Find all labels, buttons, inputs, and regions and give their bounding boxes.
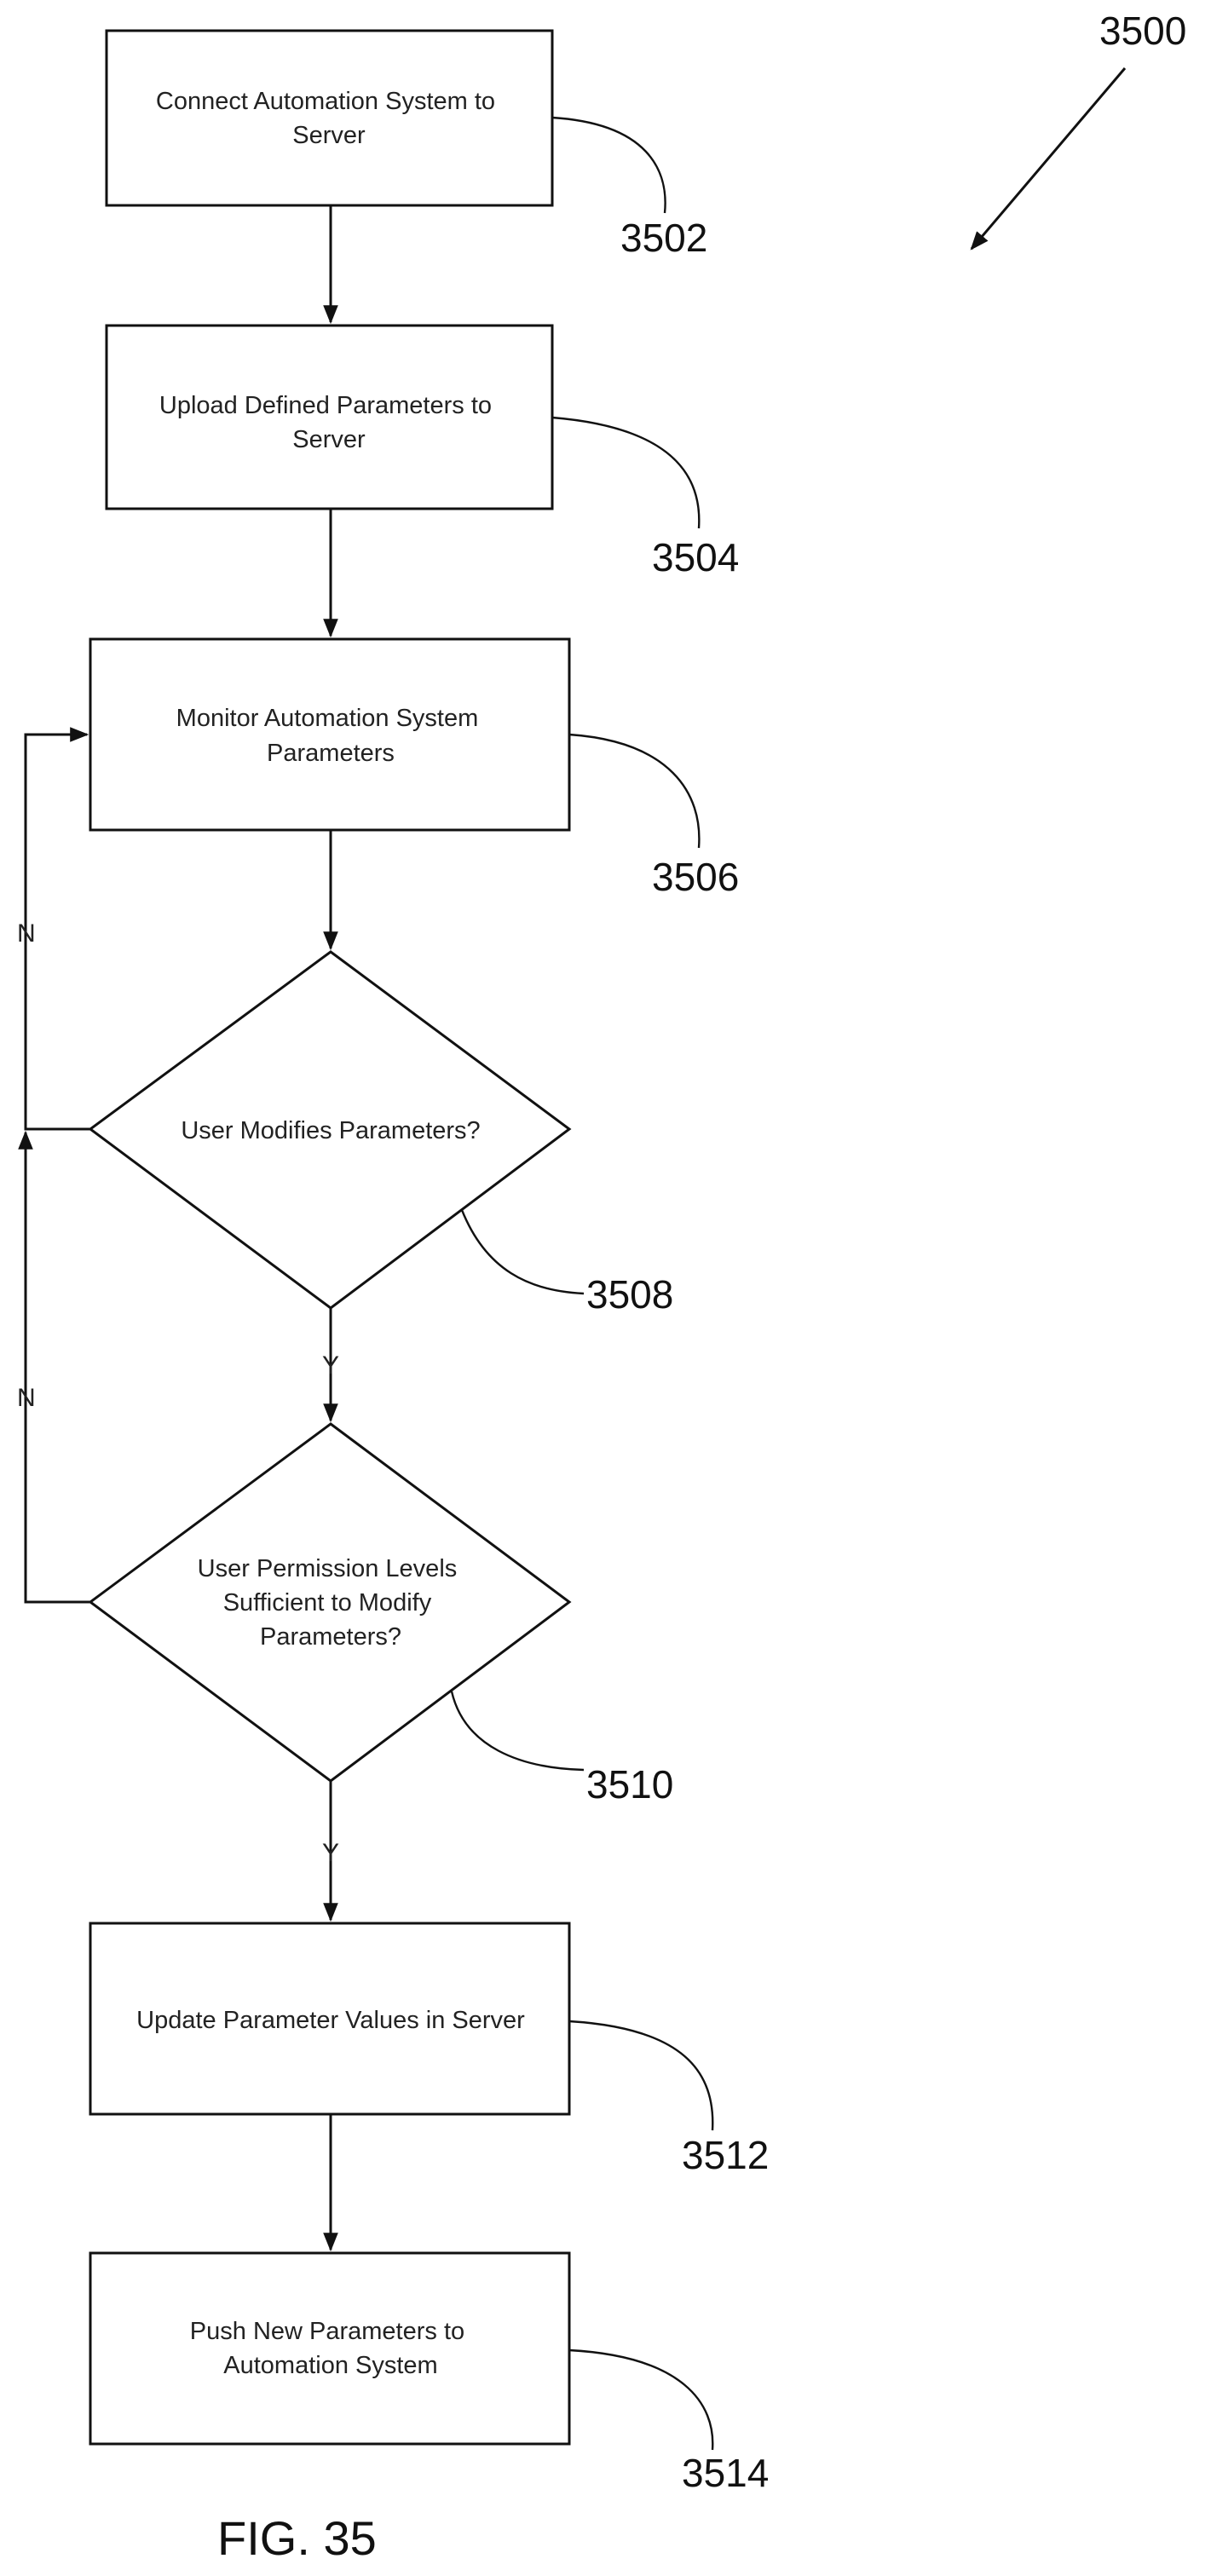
figure-ref-label: 3500 <box>1099 9 1186 53</box>
step-3514-box <box>90 2253 569 2444</box>
figure-ref-arrow <box>972 68 1125 249</box>
step-3506-ref: 3506 <box>652 855 739 899</box>
step-3512-leader <box>569 2021 712 2130</box>
step-3512-ref: 3512 <box>682 2133 769 2177</box>
decision-3510-yes-label: Y <box>322 1839 339 1867</box>
figure-caption: FIG. 35 <box>217 2511 377 2565</box>
decision-3510-no-loop <box>26 1132 90 1602</box>
decision-3508-leader <box>462 1210 584 1294</box>
step-3506-leader <box>569 735 699 848</box>
step-3506-box <box>90 639 569 830</box>
step-3502-box <box>107 31 552 205</box>
decision-3508-ref: 3508 <box>586 1272 673 1317</box>
step-3514-ref: 3514 <box>682 2451 769 2495</box>
decision-3508-yes-label: Y <box>322 1351 339 1380</box>
step-3514-leader <box>569 2350 712 2450</box>
step-3502-ref: 3502 <box>620 216 707 260</box>
decision-3510-no-label: N <box>17 1384 36 1412</box>
step-3502-leader <box>552 118 666 213</box>
decision-3508-no-label: N <box>17 919 36 948</box>
step-3504-leader <box>552 418 699 528</box>
decision-3510-ref: 3510 <box>586 1762 673 1807</box>
step-3512-text: Update Parameter Values in Server <box>136 2007 525 2034</box>
step-3504-ref: 3504 <box>652 535 739 579</box>
decision-3510-leader <box>452 1691 584 1770</box>
decision-3508-text: User Modifies Parameters? <box>181 1117 480 1144</box>
